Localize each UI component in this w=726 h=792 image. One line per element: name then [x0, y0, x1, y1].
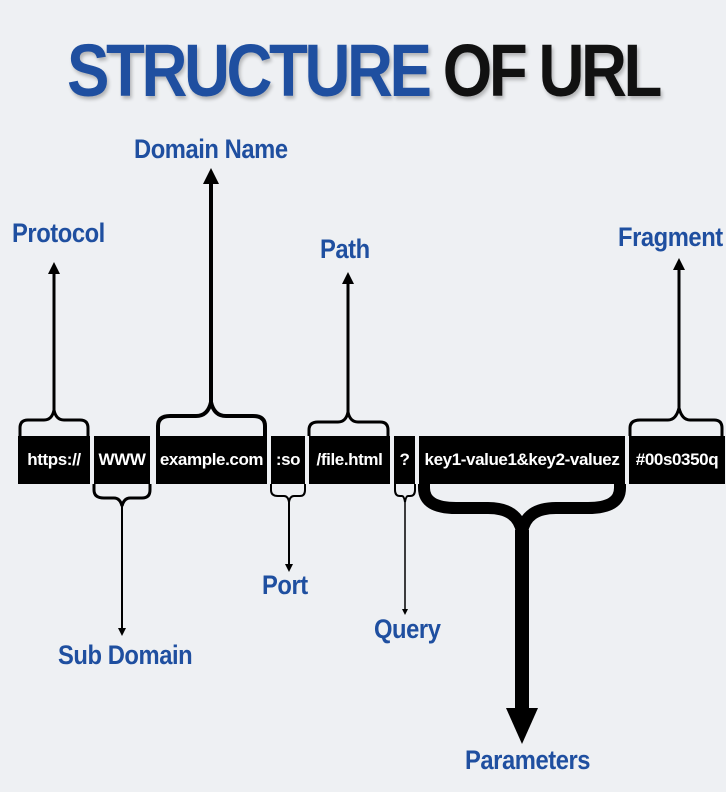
label-port: Port — [262, 570, 308, 600]
parameters-arrowhead — [506, 708, 538, 744]
segment-path: /file.html — [309, 436, 390, 484]
domain-brace — [156, 401, 267, 436]
port-brace — [270, 484, 306, 503]
segment-parameters: key1-value1&key2-valuez — [419, 436, 625, 484]
path-brace — [307, 411, 390, 436]
segment-query: ? — [394, 436, 415, 484]
segment-port: :so — [271, 436, 305, 484]
segment-protocol: https:// — [18, 436, 90, 484]
page-title: STRUCTURE OF URL — [51, 28, 675, 113]
label-protocol: Protocol — [12, 218, 105, 248]
segment-domain: example.com — [156, 436, 267, 484]
label-parameters: Parameters — [465, 745, 591, 775]
protocol-brace — [18, 409, 90, 436]
label-domain-name: Domain Name — [134, 134, 288, 164]
title-part-of-url: OF URL — [442, 29, 663, 112]
title-part-structure: STRUCTURE — [67, 29, 432, 112]
fragment-brace — [628, 407, 724, 436]
subdomain-brace — [92, 484, 152, 507]
segment-fragment: #00s0350q — [629, 436, 725, 484]
query-brace — [394, 484, 416, 503]
label-fragment: Fragment — [618, 222, 723, 252]
segment-subdomain: WWW — [94, 436, 150, 484]
label-query: Query — [374, 614, 441, 644]
label-path: Path — [320, 234, 370, 264]
parameters-brace — [418, 482, 626, 538]
label-sub-domain: Sub Domain — [58, 640, 193, 670]
